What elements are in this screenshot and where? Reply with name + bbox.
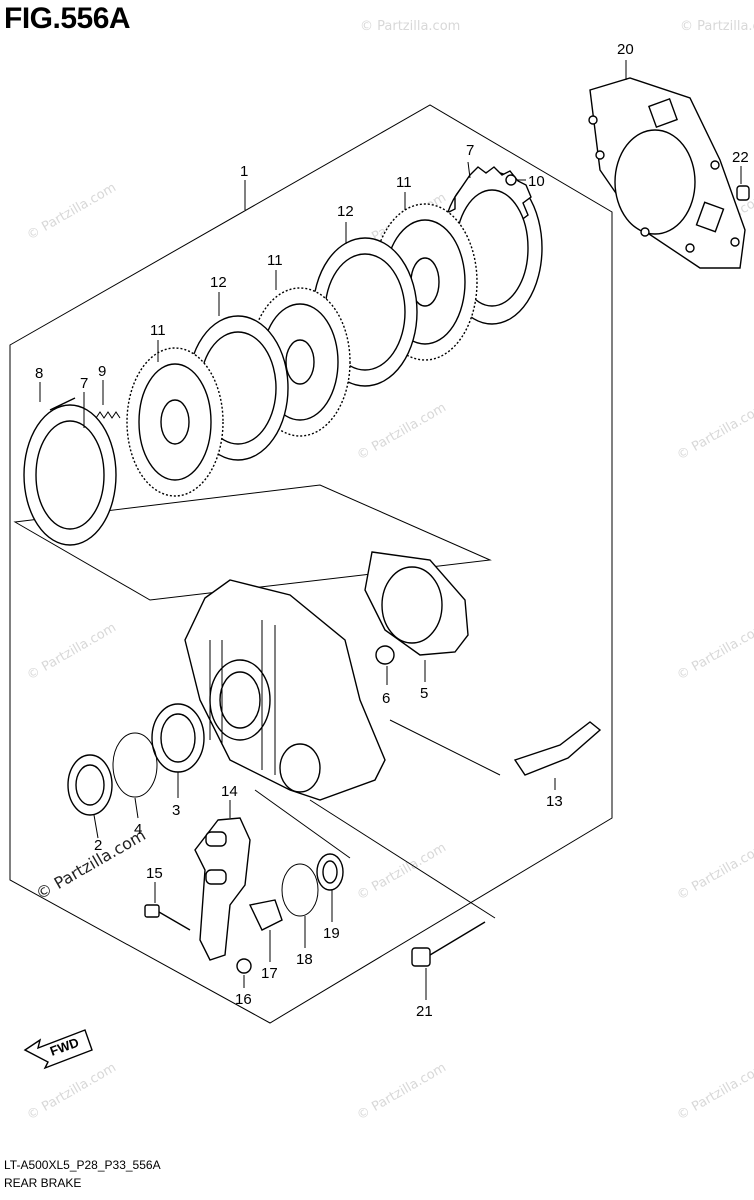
watermark: © Partzilla.com xyxy=(680,19,754,34)
part-13-shaft xyxy=(389,719,602,790)
callout-12-upper: 12 xyxy=(337,203,354,220)
callout-3: 3 xyxy=(172,802,180,819)
part-9-spring xyxy=(95,380,121,419)
watermark: © Partzilla.com xyxy=(25,180,119,243)
watermark: © Partzilla.com xyxy=(675,620,754,683)
assembly-outline xyxy=(9,104,613,1024)
part-8-pin xyxy=(39,382,76,411)
part-21-bolt xyxy=(309,799,496,1000)
part-10-clip xyxy=(505,174,526,186)
callout-7-lower: 7 xyxy=(80,375,88,392)
watermark: © Partzilla.com xyxy=(675,1060,754,1123)
diagram-code: LT-A500XL5_P28_P33_556A xyxy=(4,1158,161,1172)
callout-2: 2 xyxy=(94,837,102,854)
part-5-plate xyxy=(364,551,469,682)
callout-7-upper: 7 xyxy=(466,142,474,159)
callout-6: 6 xyxy=(382,690,390,707)
callouts: 1 2 3 4 5 6 7 7 8 9 10 11 11 11 12 12 13… xyxy=(35,41,749,1020)
part-6-ball xyxy=(375,645,395,685)
part-17-washer xyxy=(248,899,283,962)
part-4-ring xyxy=(112,732,158,819)
part-3-bearing xyxy=(151,703,205,798)
callout-15: 15 xyxy=(146,865,163,882)
caliper-housing xyxy=(184,579,386,801)
callout-9: 9 xyxy=(98,363,106,380)
callout-5: 5 xyxy=(420,685,428,702)
watermark: © Partzilla.com xyxy=(355,400,449,463)
callout-11-lower: 11 xyxy=(150,322,166,339)
watermark-dark: © Partzilla.com xyxy=(33,825,149,903)
diagram-caption: REAR BRAKE xyxy=(4,1176,82,1190)
watermark: © Partzilla.com xyxy=(355,840,449,903)
callout-19: 19 xyxy=(323,925,340,942)
fwd-arrow: FWD xyxy=(23,1029,93,1070)
part-22-pin xyxy=(736,166,750,201)
watermark: © Partzilla.com xyxy=(360,19,460,34)
callout-10: 10 xyxy=(528,173,545,190)
callout-11-middle: 11 xyxy=(267,252,283,269)
watermark: © Partzilla.com xyxy=(355,1060,449,1123)
callout-22: 22 xyxy=(732,149,749,166)
part-15-bolt xyxy=(144,882,191,931)
part-19-seal xyxy=(254,789,351,922)
figure-title: FIG.556A xyxy=(4,2,131,35)
callout-1: 1 xyxy=(240,163,248,180)
callout-11-upper: 11 xyxy=(396,174,412,191)
callout-12-lower: 12 xyxy=(210,274,227,291)
part-7-plate-lower xyxy=(23,392,117,546)
part-16-nut xyxy=(236,958,252,988)
callout-18: 18 xyxy=(296,951,313,968)
watermark: © Partzilla.com xyxy=(25,1060,119,1123)
callout-14: 14 xyxy=(221,783,238,800)
callout-4: 4 xyxy=(134,821,142,838)
callout-13: 13 xyxy=(546,793,563,810)
part-11-friction-disc-a xyxy=(126,340,224,497)
disc-pack-outline xyxy=(13,484,492,601)
part-2-seal xyxy=(67,754,113,839)
callout-21: 21 xyxy=(416,1003,433,1020)
callout-17: 17 xyxy=(261,965,278,982)
part-20-gasket xyxy=(588,60,746,269)
part-14-lever xyxy=(194,800,251,961)
watermark: © Partzilla.com xyxy=(675,400,754,463)
watermark: © Partzilla.com xyxy=(675,840,754,903)
part-18-circlip xyxy=(281,863,319,948)
callout-20: 20 xyxy=(617,41,634,58)
callout-16: 16 xyxy=(235,991,252,1008)
watermark: © Partzilla.com xyxy=(25,620,119,683)
callout-8: 8 xyxy=(35,365,43,382)
